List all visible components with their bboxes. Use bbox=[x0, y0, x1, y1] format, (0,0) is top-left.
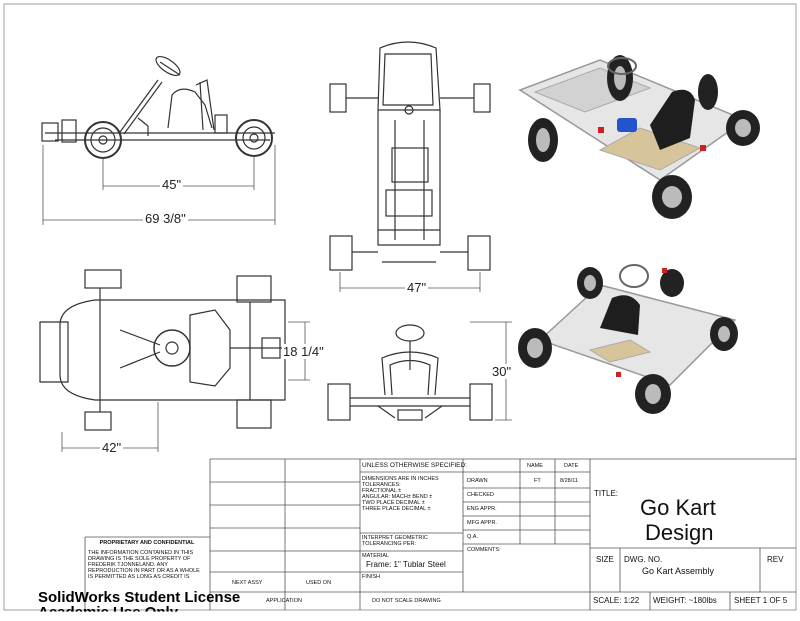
title-block-grid bbox=[84, 458, 796, 610]
watermark-line1: SolidWorks Student License bbox=[38, 589, 241, 606]
interpret-label: INTERPRET GEOMETRIC TOLERANCING PER: bbox=[362, 535, 428, 548]
comments-label: COMMENTS: bbox=[467, 547, 501, 553]
dwg-no-label: DWG. NO. bbox=[624, 555, 663, 564]
proprietary-body: THE INFORMATION CONTAINED IN THIS DRAWIN… bbox=[88, 550, 200, 581]
finish-label: FINISH bbox=[362, 574, 381, 580]
isometric-view-front bbox=[518, 264, 738, 414]
row-name: FT bbox=[534, 478, 541, 484]
dim-seat-offset: 18 1/4" bbox=[282, 344, 325, 359]
weight-value: WEIGHT: ~180lbs bbox=[653, 596, 717, 605]
tolerance-line: DIMENSIONS ARE IN INCHES bbox=[362, 476, 439, 482]
material-value: Frame: 1" Tublar Steel bbox=[366, 560, 446, 569]
scale-value: SCALE: 1:22 bbox=[593, 596, 640, 605]
drawing-title-line1: Go Kart bbox=[640, 495, 716, 520]
tolerance-line: TWO PLACE DECIMAL ± bbox=[362, 500, 425, 507]
unless-specified-label: UNLESS OTHERWISE SPECIFIED: bbox=[362, 462, 467, 469]
row-label: DRAWN bbox=[467, 478, 488, 484]
next-assy-label: NEXT ASSY bbox=[232, 580, 263, 586]
row-label: CHECKED bbox=[467, 492, 494, 498]
sheet-border bbox=[3, 3, 797, 611]
name-header: NAME bbox=[527, 463, 543, 469]
bottom-dimension-lines bbox=[61, 321, 310, 452]
material-label: MATERIAL bbox=[362, 553, 390, 559]
tolerance-line: TOLERANCES: bbox=[362, 482, 401, 489]
front-view bbox=[327, 324, 493, 421]
rev-label: REV bbox=[767, 555, 784, 564]
bottom-view bbox=[39, 269, 286, 431]
dim-overall-length: 69 3/8" bbox=[143, 211, 188, 226]
dwg-no-value: Go Kart Assembly bbox=[642, 566, 715, 576]
size-label: SIZE bbox=[596, 555, 614, 564]
tolerance-line: THREE PLACE DECIMAL ± bbox=[362, 506, 431, 513]
tolerance-line: ANGULAR: MACH± BEND ± bbox=[362, 494, 433, 501]
do-not-scale-label: DO NOT SCALE DRAWING bbox=[372, 598, 441, 604]
application-label: APPLICATION bbox=[266, 598, 302, 604]
sheet-value: SHEET 1 OF 5 bbox=[734, 596, 788, 605]
row-label: ENG APPR. bbox=[467, 506, 497, 512]
dim-wheelbase: 45" bbox=[160, 177, 184, 192]
top-view bbox=[329, 41, 491, 271]
dim-height: 30" bbox=[490, 364, 514, 379]
watermark-line2: Academic Use Only bbox=[38, 604, 179, 621]
date-header: DATE bbox=[564, 463, 579, 469]
drawing-title-line2: Design bbox=[645, 520, 714, 545]
title-label: TITLE: bbox=[594, 489, 619, 498]
tolerance-line: FRACTIONAL ± bbox=[362, 488, 402, 495]
tolerance-list: DIMENSIONS ARE IN INCHES TOLERANCES: FRA… bbox=[362, 476, 439, 512]
row-label: Q.A. bbox=[467, 534, 479, 540]
dim-front-track: 47" bbox=[405, 280, 429, 295]
row-label: MFG APPR. bbox=[467, 520, 497, 526]
isometric-view-rear bbox=[518, 55, 760, 219]
proprietary-notice: PROPRIETARY AND CONFIDENTIAL THE INFORMA… bbox=[88, 540, 206, 580]
used-on-label: USED ON bbox=[306, 580, 332, 586]
proprietary-heading: PROPRIETARY AND CONFIDENTIAL bbox=[99, 540, 195, 546]
dim-rear-track: 42" bbox=[100, 440, 124, 455]
side-view bbox=[41, 55, 275, 159]
row-date: 8/28/11 bbox=[560, 478, 578, 484]
